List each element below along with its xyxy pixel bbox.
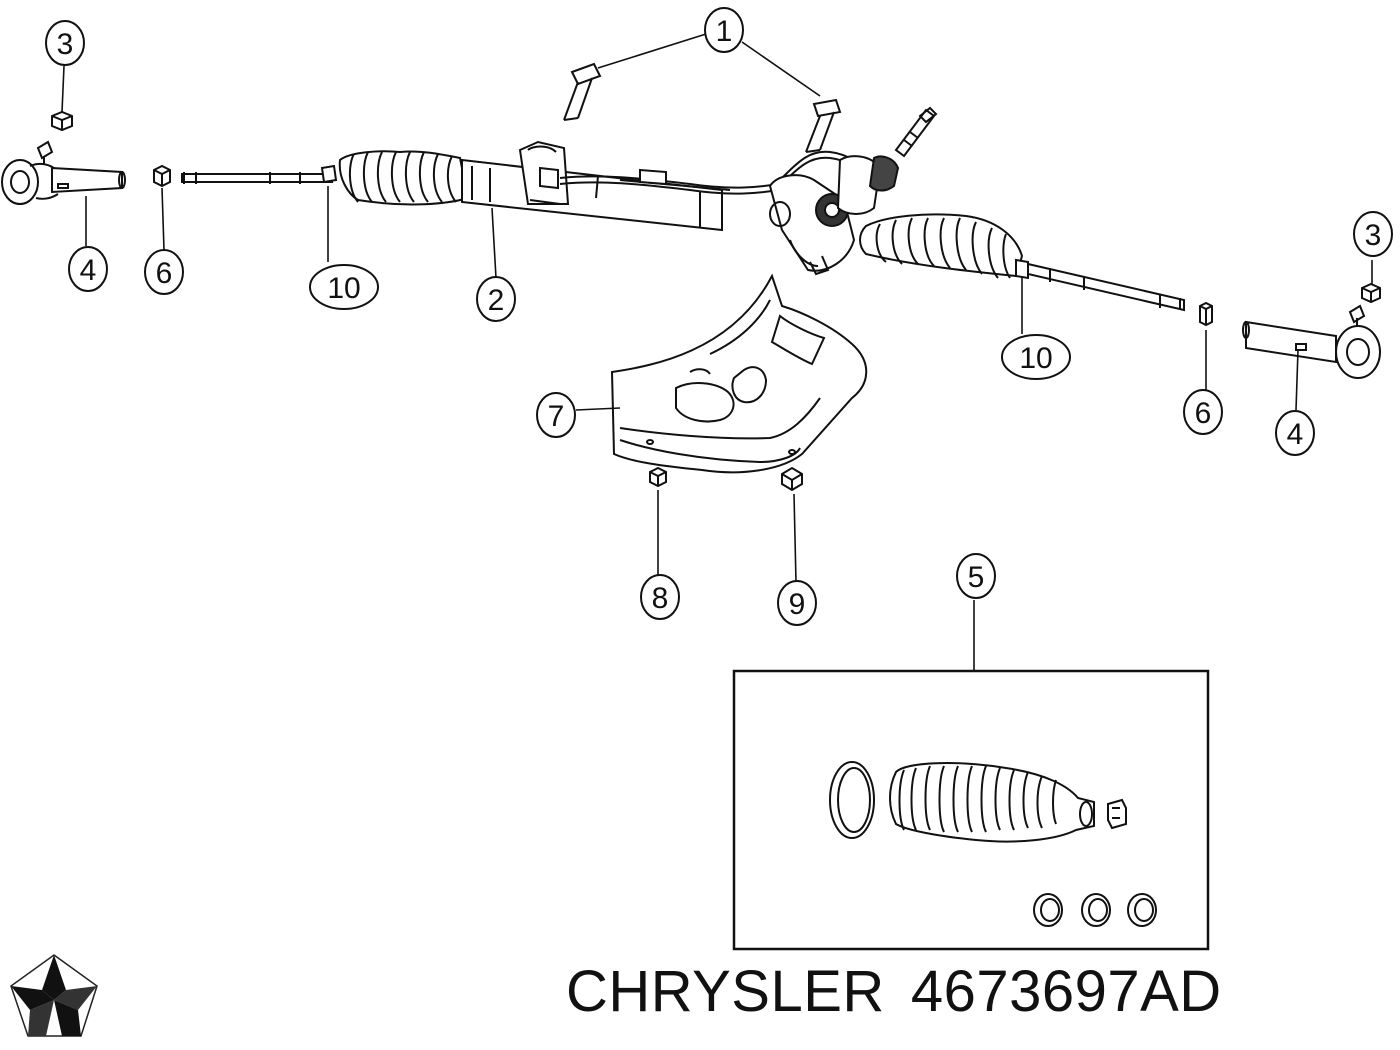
callout-9: 9 bbox=[777, 580, 817, 626]
callout-7: 7 bbox=[536, 392, 576, 438]
svg-text:6: 6 bbox=[1195, 397, 1212, 430]
callout-4-right: 4 bbox=[1275, 410, 1315, 456]
heat-shield bbox=[610, 273, 868, 474]
svg-text:8: 8 bbox=[652, 582, 669, 615]
nut-9 bbox=[781, 466, 803, 492]
svg-text:10: 10 bbox=[1019, 342, 1052, 375]
chrysler-pentastar-icon bbox=[10, 954, 98, 1037]
boot-bellows bbox=[889, 762, 1095, 843]
nut-8 bbox=[649, 466, 667, 488]
mounting-bolt-left bbox=[563, 62, 602, 121]
callout-5: 5 bbox=[956, 553, 996, 599]
callout-6-right: 6 bbox=[1183, 389, 1223, 435]
svg-text:4: 4 bbox=[80, 254, 97, 287]
boot-kit-box bbox=[732, 669, 1210, 951]
tie-rod-end-right bbox=[1242, 304, 1381, 379]
callout-3-right: 3 bbox=[1353, 211, 1393, 257]
svg-text:6: 6 bbox=[156, 257, 173, 290]
mounting-bolt-right bbox=[805, 98, 842, 153]
callout-10-right: 10 bbox=[1001, 334, 1071, 380]
boot-clamp-ring bbox=[829, 761, 875, 839]
svg-text:5: 5 bbox=[968, 561, 985, 594]
callout-8: 8 bbox=[640, 574, 680, 620]
svg-text:4: 4 bbox=[1287, 418, 1304, 451]
svg-text:9: 9 bbox=[789, 588, 806, 621]
leader-lines bbox=[61, 33, 1373, 670]
brand-name: CHRYSLER bbox=[566, 959, 885, 1024]
jam-nut-right bbox=[1199, 301, 1213, 327]
steering-rack-housing bbox=[181, 106, 1185, 312]
boot-clamps bbox=[1033, 893, 1157, 927]
jam-nut-left bbox=[153, 164, 171, 188]
callout-1: 1 bbox=[704, 7, 744, 53]
castle-nut-left bbox=[51, 110, 73, 132]
callout-10-left: 10 bbox=[309, 264, 379, 310]
svg-text:2: 2 bbox=[488, 284, 505, 317]
svg-text:7: 7 bbox=[548, 400, 565, 433]
svg-text:1: 1 bbox=[716, 15, 733, 48]
svg-text:3: 3 bbox=[57, 28, 74, 61]
castle-nut-right bbox=[1361, 282, 1381, 304]
svg-text:3: 3 bbox=[1365, 219, 1382, 252]
callout-2: 2 bbox=[476, 276, 516, 322]
part-number: 4673697AD bbox=[910, 959, 1222, 1024]
boot-small-clip bbox=[1107, 798, 1127, 830]
callout-6-left: 6 bbox=[144, 249, 184, 295]
callout-4-left: 4 bbox=[68, 246, 108, 292]
callout-3-left: 3 bbox=[45, 20, 85, 66]
part-label: CHRYSLER 4673697AD bbox=[566, 958, 1248, 1025]
tie-rod-end-left bbox=[1, 140, 126, 205]
svg-text:10: 10 bbox=[327, 272, 360, 305]
